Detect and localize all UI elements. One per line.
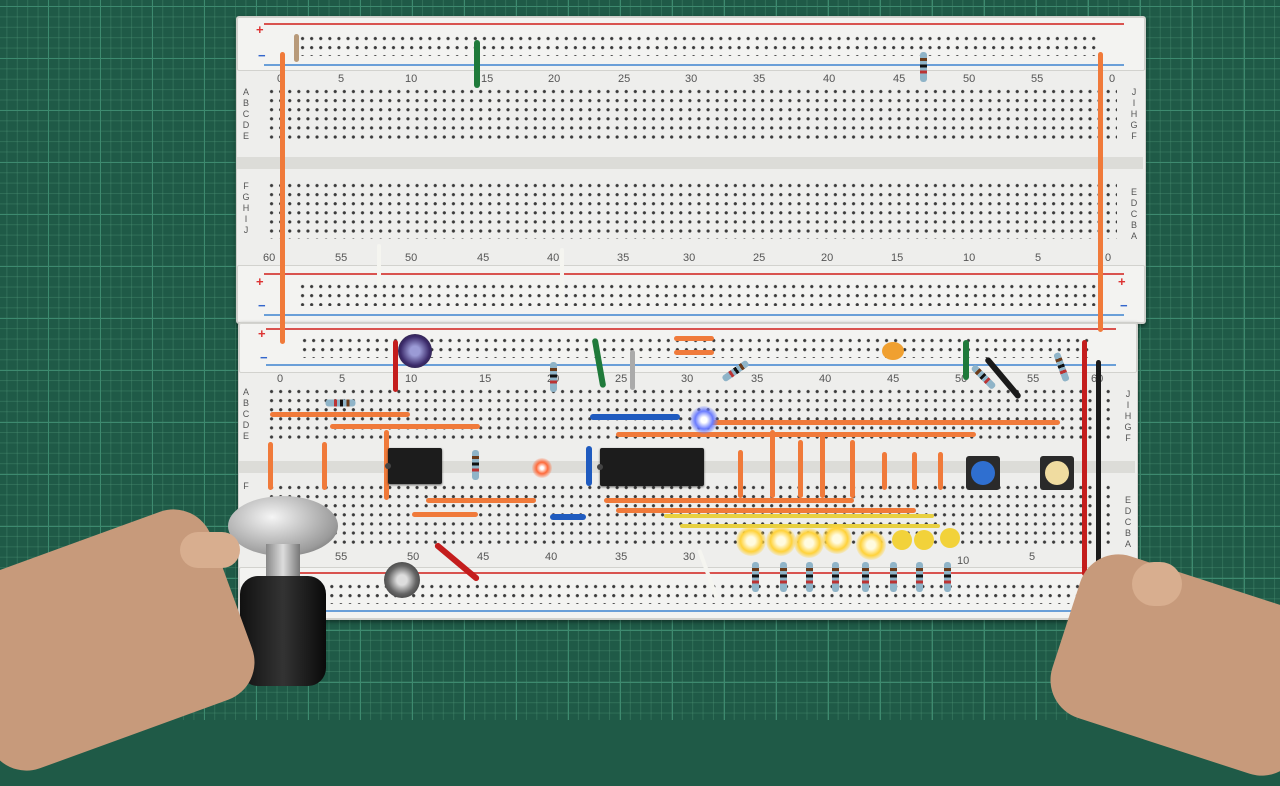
yellow-led-3 [794,528,824,558]
yellow-led-5 [856,530,886,560]
blue-wire-1 [590,414,680,420]
orange-short-2 [674,350,714,355]
orange-wire-f [412,512,478,517]
orange-wire-e [426,498,536,503]
yellow-wire-a [664,514,934,518]
green-jumper-3 [963,340,969,380]
resistor-6 [472,450,479,480]
yellow-led-6 [892,530,912,550]
blue-wire-3 [550,514,586,520]
orange-wire-b [330,424,480,429]
top-power-rail: + − [237,17,1145,71]
ic-555-timer [385,448,442,484]
electrolytic-capacitor-top [398,334,432,368]
electrolytic-capacitor-bottom [384,562,420,598]
led-resistor-6 [890,562,897,592]
resistor-5 [325,399,356,407]
blue-wire-2 [586,446,592,486]
green-jumper-top [474,40,480,88]
ceramic-capacitor [882,342,904,360]
orange-wire-right-vertical [1098,52,1103,332]
led-resistor-2 [780,562,787,592]
top-board-lower-power-rail: + − + − [237,265,1145,323]
orange-short-1 [674,336,714,341]
orange-wire-i [604,498,854,503]
orange-wire-o [850,440,855,498]
ic-decade-counter [597,448,704,486]
led-resistor-5 [862,562,869,592]
center-channel [237,157,1143,169]
led-resistor-3 [806,562,813,592]
yellow-led-8 [940,528,960,548]
minus-sign: − [258,48,266,63]
led-resistor-4 [832,562,839,592]
resistor-1 [550,362,557,392]
yellow-led-2 [766,526,796,556]
led-resistor-8 [944,562,951,592]
gray-jumper [630,350,635,390]
yellow-led-1 [736,526,766,556]
push-button-yellow[interactable] [1040,456,1074,490]
orange-wire-h [616,432,976,437]
orange-wire-j [616,508,916,513]
red-power-wire [1082,340,1087,576]
black-power-wire [1096,360,1101,600]
push-button-blue[interactable] [966,456,1000,490]
left-thumb [180,532,240,568]
red-jumper-1 [393,340,398,392]
white-jumper-2 [560,248,564,300]
top-breadboard: + − 0 5 10 15 20 25 30 35 40 45 50 55 0 … [236,16,1146,324]
led-resistor-7 [916,562,923,592]
terminal-holes-lower [267,181,1117,239]
yellow-led-4 [822,524,852,554]
yellow-wire-b [680,524,940,528]
red-led [532,458,552,478]
button-cap-blue [971,461,995,485]
blue-led [690,406,718,434]
orange-wire-r [938,452,943,490]
terminal-holes-upper [267,87,1117,143]
white-jumper-1 [377,244,381,286]
orange-wire-left-vertical [280,52,285,344]
bottom-board-lower-power-rail: + − [239,567,1137,619]
bottom-board-upper-power-rail: + − [239,323,1137,373]
orange-wire-c [268,442,273,490]
orange-wire-n [820,432,825,498]
orange-wire-g [700,420,1060,425]
tan-jumper-top [294,34,299,62]
button-cap-yellow [1045,461,1069,485]
plus-sign: + [256,22,264,37]
orange-wire-p [882,452,887,490]
orange-wire-l [770,430,775,498]
orange-wire-k [738,450,743,498]
led-resistor-1 [752,562,759,592]
right-thumb [1132,562,1182,606]
orange-wire-m [798,440,803,498]
orange-wire-a [270,412,410,417]
yellow-led-7 [914,530,934,550]
resistor-top [920,52,927,82]
orange-wire-q [912,452,917,490]
orange-wire-d [322,442,327,490]
